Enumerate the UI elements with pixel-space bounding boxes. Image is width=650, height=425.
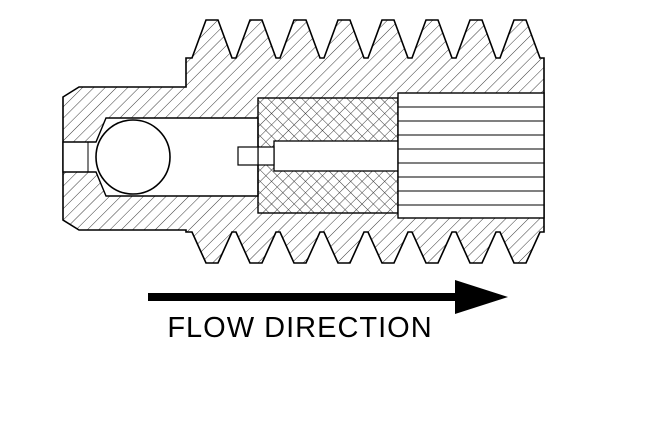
retainer-stack	[397, 92, 545, 219]
flow-direction-arrow	[148, 280, 508, 314]
poppet-stem	[237, 146, 259, 166]
poppet	[237, 97, 399, 214]
flow-direction-label: FLOW DIRECTION	[167, 312, 432, 344]
check-ball	[95, 119, 171, 195]
valve-seat	[257, 146, 275, 166]
